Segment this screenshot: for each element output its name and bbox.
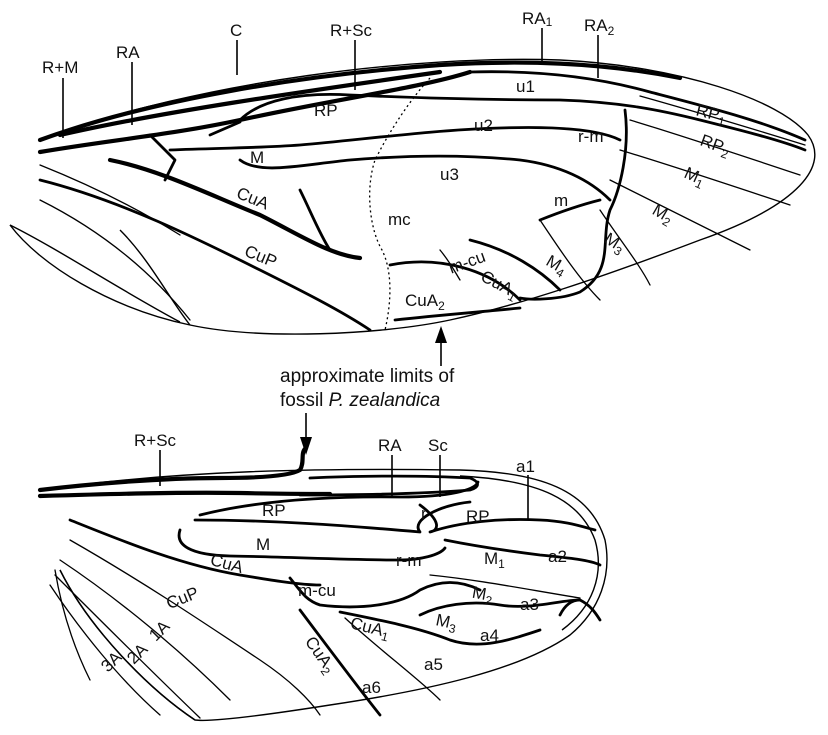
label-m2: M2 <box>648 200 677 230</box>
m3-vein <box>599 209 651 286</box>
label-ra: RA <box>116 43 140 62</box>
hindwing-label-a3: a3 <box>520 595 539 614</box>
basal-link-vein <box>208 120 242 137</box>
label-rp1: RP1 <box>693 100 728 129</box>
hindwing-ra-sc-cell <box>298 474 479 497</box>
cup-vein <box>38 178 372 332</box>
hindwing-label-r-sc: R+Sc <box>134 431 177 450</box>
label-cua2: CuA2 <box>405 291 445 313</box>
forewing-outline <box>9 58 816 335</box>
hindwing-cup-vein <box>69 539 321 716</box>
hindwing-label-cua: CuA <box>208 550 245 577</box>
cua-vein <box>107 157 363 261</box>
hindwing-label-rp-right: RP <box>466 507 490 526</box>
label-r-sc: R+Sc <box>330 21 373 40</box>
hindwing-label-a6: a6 <box>362 678 381 697</box>
label-u3: u3 <box>440 165 459 184</box>
hindwing-r-sc-vein <box>37 445 309 493</box>
m1-vein <box>619 149 791 206</box>
hindwing-label-2a: 2A <box>123 639 152 668</box>
anal-vein-2 <box>39 164 181 236</box>
hindwing-anal-base-vein <box>54 569 91 681</box>
forewing-inner-margin <box>119 229 191 326</box>
m2-vein <box>609 179 751 251</box>
caption-arrow-up-head <box>435 326 447 343</box>
label-c: C <box>230 21 242 40</box>
basal-cross-vein <box>148 133 177 182</box>
hindwing-label-m: M <box>256 535 270 554</box>
hindwing-m2-vein <box>429 574 581 599</box>
caption-line-1: approximate limits of <box>280 366 455 387</box>
hindwing-m-vein <box>177 528 447 562</box>
hindwing-mcu-loop <box>288 576 482 609</box>
m-lower-vein <box>238 154 612 202</box>
hindwing-label-mcu: m-cu <box>298 581 336 600</box>
label-m: M <box>250 148 264 167</box>
hindwing-label-sc: Sc <box>428 436 448 455</box>
hindwing-label-m3: M3 <box>434 610 459 636</box>
hindwing-label-a4: a4 <box>480 626 499 645</box>
hindwing-inner-cu-vein <box>344 617 441 701</box>
label-ra2: RA2 <box>584 16 615 38</box>
rp-vein <box>238 93 807 152</box>
cua2-vein <box>388 260 522 302</box>
caption-line-2: fossil P. zealandica <box>280 390 440 411</box>
label-r-m-stem: R+M <box>42 58 78 77</box>
hindwing-rm-vein <box>443 538 602 567</box>
hindwing-2a-vein <box>54 574 201 719</box>
hindwing: R+Sc RA Sc a1 RP r RP M r-m CuA m-cu CuP… <box>37 431 608 722</box>
hindwing-outer-small-loop <box>558 598 602 622</box>
hindwing-rp-inner-loop <box>193 500 472 534</box>
hindwing-label-r: r <box>421 504 427 523</box>
costa-vein <box>37 60 683 143</box>
m-cu-cross-vein <box>439 249 461 281</box>
hindwing-label-rm: r-m <box>396 551 421 570</box>
hindwing-label-cua2: CuA2 <box>299 633 340 678</box>
cua2-lower-vein <box>393 306 522 322</box>
label-rm-cross: r-m <box>578 127 603 146</box>
ra-vein <box>468 70 807 142</box>
hindwing-label-rp-left: RP <box>262 501 286 520</box>
m4-vein <box>539 219 601 301</box>
anal-vein-1 <box>39 199 191 321</box>
hindwing-rp-outer <box>418 503 597 534</box>
hindwing-label-m2: M2 <box>470 583 495 608</box>
hindwing-cua2-vein <box>298 608 382 717</box>
label-cua1: CuA1 <box>476 267 522 305</box>
hindwing-label-m1: M1 <box>484 549 505 571</box>
costa-second-line <box>57 69 443 138</box>
label-rp2: RP2 <box>697 131 733 162</box>
rp2-vein <box>629 119 801 176</box>
label-m-cross: m <box>554 191 568 210</box>
cua1-vein <box>468 238 562 292</box>
hindwing-cua1-vein <box>338 610 542 646</box>
hindwing-label-1a: 1A <box>145 616 174 645</box>
hindwing-1a-vein <box>59 559 231 701</box>
hindwing-label-a2: a2 <box>548 547 567 566</box>
cua-inner-vein <box>298 188 332 252</box>
label-m1: M1 <box>680 163 708 192</box>
label-rp: RP <box>314 101 338 120</box>
rp1-vein <box>639 95 806 146</box>
m-cross-vein <box>538 198 602 222</box>
hindwing-label-ra: RA <box>378 436 402 455</box>
label-cua: CuA <box>234 183 272 213</box>
hindwing-label-a1: a1 <box>516 457 535 476</box>
m-vein <box>168 126 622 152</box>
hindwing-second-lead-vein <box>37 490 333 499</box>
rm-outer-vein <box>518 108 628 301</box>
fossil-caption-group: approximate limits of fossil P. zealandi… <box>280 326 455 455</box>
label-mc: mc <box>388 210 411 229</box>
label-u1: u1 <box>516 77 535 96</box>
hindwing-label-3a: 3A <box>97 647 126 676</box>
label-ra1: RA1 <box>522 9 553 29</box>
label-u2: u2 <box>474 116 493 135</box>
forewing: R+M RA C R+Sc RA1 RA2 u1 u2 u3 mc RP M C… <box>9 9 816 335</box>
hindwing-m3-vein <box>418 598 582 617</box>
forewing-anal-lobe <box>9 224 181 323</box>
label-cup: CuP <box>242 241 280 271</box>
hindwing-label-a5: a5 <box>424 655 443 674</box>
